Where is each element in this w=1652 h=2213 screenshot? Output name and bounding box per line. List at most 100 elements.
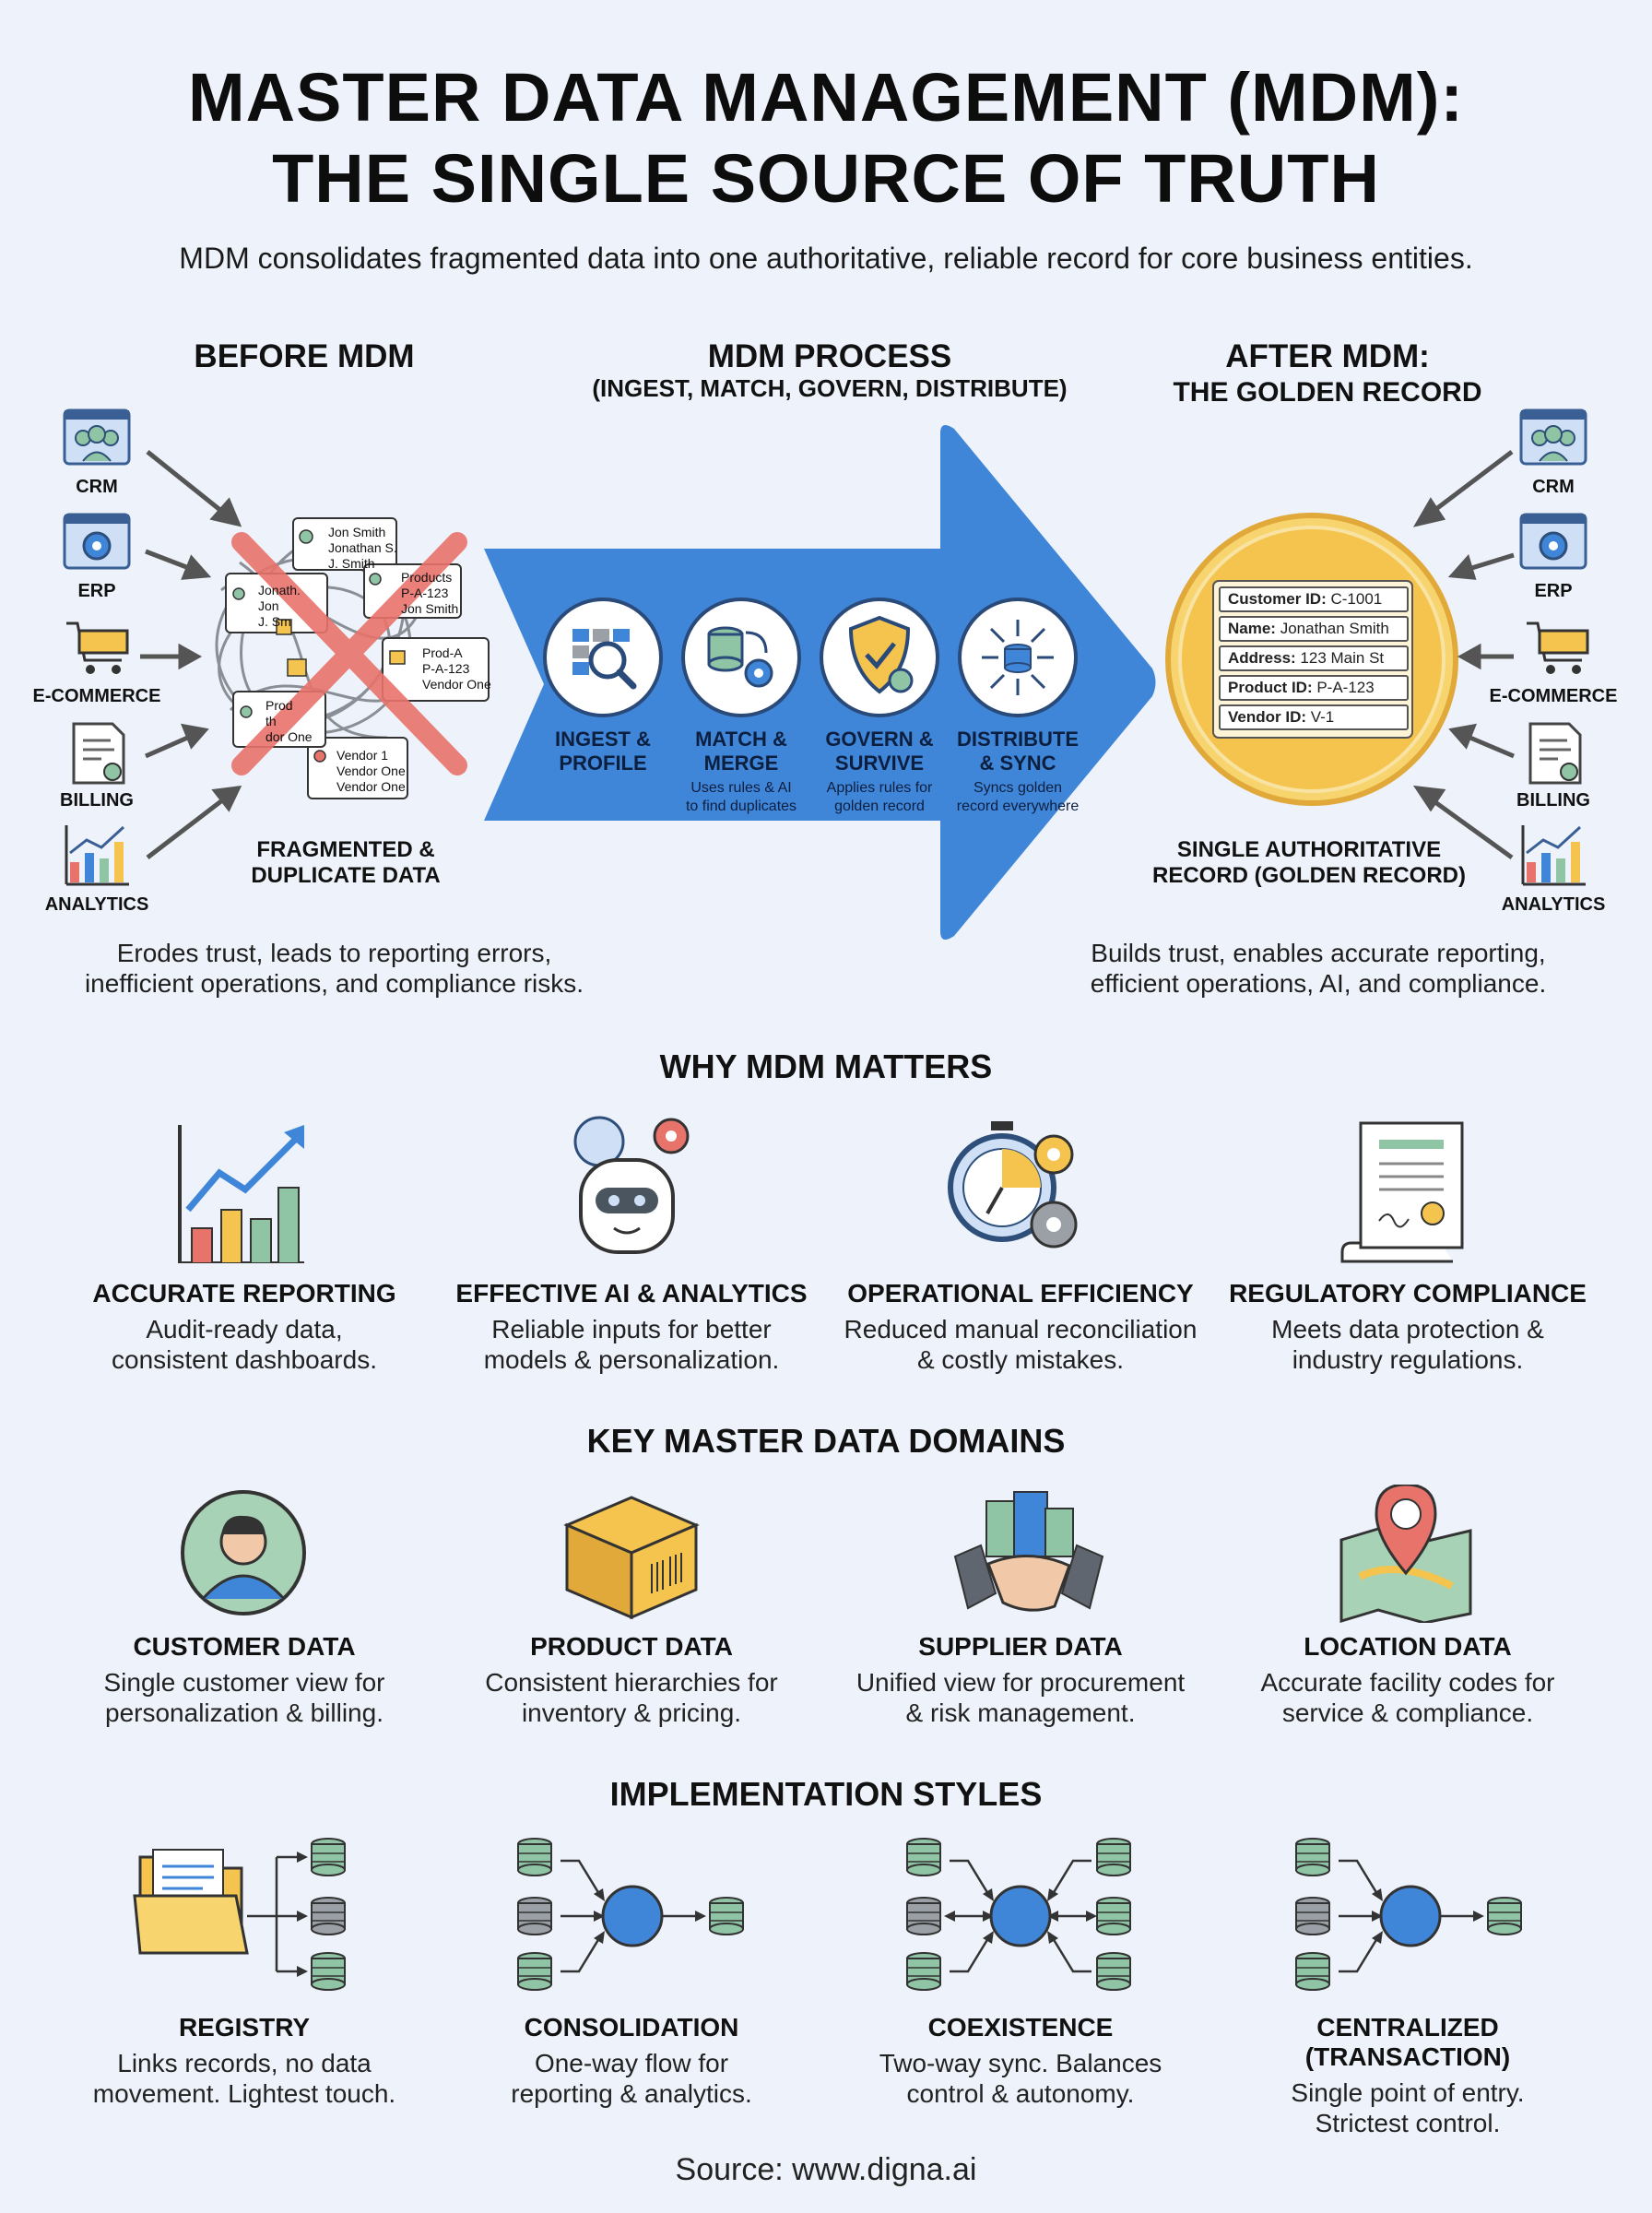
folder-icon: [133, 1849, 249, 1955]
process-arrow: [484, 425, 1156, 940]
why-item-ai: EFFECTIVE AI & ANALYTICS Reliable inputs…: [455, 1279, 808, 1374]
distribute-icon: [982, 620, 1054, 695]
product-box-icon: [563, 1496, 700, 1620]
page-subtitle: MDM consolidates fragmented data into on…: [179, 242, 1473, 275]
golden-record-name: Name: Jonathan Smith: [1219, 616, 1409, 642]
after-source-crm: CRM: [1532, 477, 1575, 497]
before-diagram: [63, 408, 490, 886]
document-seal-icon: [1340, 1121, 1464, 1263]
supplier-handshake-icon: [953, 1491, 1104, 1612]
step-govern-circle: [820, 598, 939, 717]
registry-diagram: [133, 1838, 346, 1991]
dup-card-3: [382, 637, 490, 702]
domain-supplier: SUPPLIER DATA Unified view for procureme…: [856, 1632, 1186, 1727]
golden-record-product-id: Product ID: P-A-123: [1219, 675, 1409, 701]
red-x-icon: [231, 532, 467, 775]
magnifier-icon: [572, 629, 637, 690]
before-heading: BEFORE MDM: [194, 338, 415, 374]
dup-card-1: [292, 517, 397, 571]
domain-location: LOCATION DATA Accurate facility codes fo…: [1260, 1632, 1555, 1727]
dup-card-4: [307, 737, 408, 799]
coexistence-diagram: [906, 1838, 1131, 1991]
domain-icons: [181, 1485, 1472, 1623]
analytics-icon: [65, 825, 129, 886]
before-description: Erodes trust, leads to reporting errors,…: [84, 939, 584, 998]
customer-avatar-icon: [181, 1490, 306, 1615]
style-diagrams: [133, 1838, 1522, 1991]
title-line-2: THE SINGLE SOURCE OF TRUTH: [272, 140, 1380, 217]
location-map-pin-icon: [1339, 1485, 1472, 1623]
billing-icon: [72, 722, 125, 785]
before-caption: FRAGMENTED & DUPLICATE DATA: [251, 837, 441, 888]
after-source-analytics: ANALYTICS: [1501, 894, 1606, 915]
analytics-icon-right: [1521, 825, 1586, 886]
after-description: Builds trust, enables accurate reporting…: [1090, 939, 1547, 998]
why-item-reporting: ACCURATE REPORTING Audit-ready data,cons…: [92, 1279, 396, 1374]
bar-chart-icon: [178, 1125, 304, 1263]
source-arrows: [140, 450, 242, 859]
golden-record-address: Address: 123 Main St: [1219, 645, 1409, 671]
crm-icon-right: [1519, 408, 1587, 466]
step-match-circle: [681, 598, 801, 717]
step-distribute-title: DISTRIBUTE& SYNC: [957, 728, 1079, 775]
before-source-ecommerce: E-COMMERCE: [32, 686, 161, 706]
step-ingest-title: INGEST &PROFILE: [555, 728, 651, 775]
process-heading: MDM PROCESS: [707, 338, 952, 374]
step-ingest-circle: [543, 598, 663, 717]
cart-icon-right: [1527, 621, 1589, 674]
process-subheading: (INGEST, MATCH, GOVERN, DISTRIBUTE): [592, 374, 1068, 402]
after-source-billing: BILLING: [1516, 790, 1590, 811]
database-gear-icon: [707, 626, 773, 688]
consolidation-diagram: [517, 1838, 744, 1991]
after-source-ecommerce: E-COMMERCE: [1489, 686, 1618, 706]
erp-icon: [63, 513, 131, 570]
step-distribute-circle: [958, 598, 1078, 717]
style-centralized: CENTRALIZED (TRANSACTION) Single point o…: [1291, 2013, 1525, 2137]
after-caption: SINGLE AUTHORITATIVE RECORD (GOLDEN RECO…: [1152, 837, 1466, 888]
before-source-analytics: ANALYTICS: [44, 894, 149, 915]
why-icons: [178, 1116, 1464, 1263]
billing-icon-right: [1528, 722, 1582, 785]
styles-heading: IMPLEMENTATION STYLES: [609, 1775, 1043, 1813]
before-source-crm: CRM: [76, 477, 118, 497]
centralized-diagram: [1295, 1838, 1522, 1991]
shield-check-icon: [848, 615, 914, 694]
page-title: MASTER DATA MANAGEMENT (MDM): THE SINGLE…: [0, 57, 1652, 219]
why-item-efficiency: OPERATIONAL EFFICIENCY Reduced manual re…: [844, 1279, 1198, 1374]
before-source-erp: ERP: [77, 581, 116, 601]
domains-heading: KEY MASTER DATA DOMAINS: [586, 1422, 1066, 1460]
source-credit: Source: www.digna.ai: [675, 2152, 977, 2187]
after-source-erp: ERP: [1534, 581, 1573, 601]
before-source-billing: BILLING: [60, 790, 134, 811]
step-match-title: MATCH &MERGE: [695, 728, 787, 775]
title-line-1: MASTER DATA MANAGEMENT (MDM):: [187, 59, 1465, 136]
ai-robot-icon: [573, 1116, 690, 1254]
golden-record-customer-id: Customer ID: C-1001: [1219, 586, 1409, 612]
why-heading: WHY MDM MATTERS: [659, 1047, 993, 1085]
crm-icon: [63, 408, 131, 466]
why-item-compliance: REGULATORY COMPLIANCE Meets data protect…: [1229, 1279, 1587, 1374]
cart-icon: [66, 621, 129, 674]
stopwatch-gear-icon: [948, 1121, 1078, 1249]
step-govern-title: GOVERN &SURVIVE: [825, 728, 934, 775]
after-subheading: THE GOLDEN RECORD: [1173, 377, 1482, 408]
erp-icon-right: [1519, 513, 1587, 570]
box-icons: [276, 619, 307, 677]
target-arrows: [1412, 450, 1515, 860]
golden-record-vendor-id: Vendor ID: V-1: [1219, 704, 1409, 730]
after-heading: AFTER MDM:: [1225, 338, 1430, 374]
